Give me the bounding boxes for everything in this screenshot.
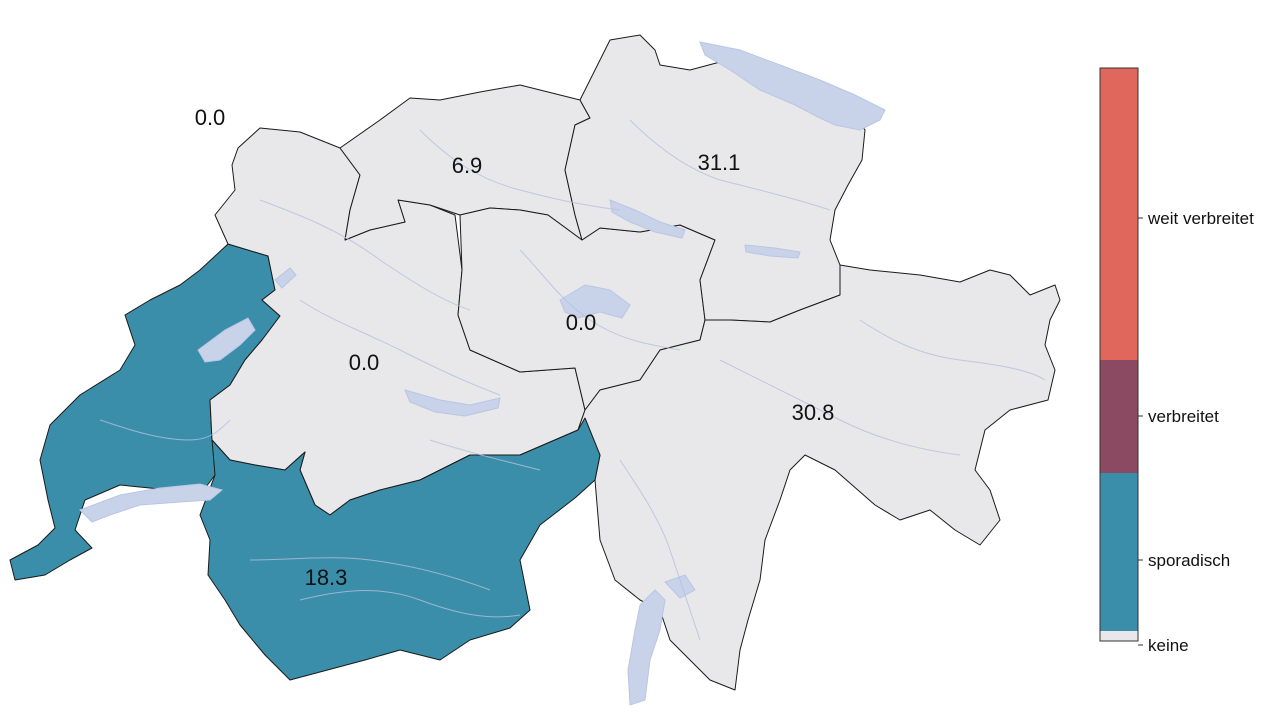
lake-biel	[274, 267, 297, 289]
lake-lucerne	[559, 284, 631, 319]
region-label-7: 18.3	[305, 565, 348, 590]
legend-label-weit-verbreitet: weit verbreitet	[1147, 209, 1254, 228]
legend-swatch-keine	[1100, 631, 1138, 641]
lake-thun	[404, 389, 501, 417]
region-suedostschweiz	[577, 264, 1061, 691]
legend: weit verbreitet verbreitet sporadisch ke…	[1099, 67, 1254, 655]
legend-label-verbreitet: verbreitet	[1148, 407, 1219, 426]
region-label-4: 0.0	[566, 310, 597, 335]
lake-constance	[699, 41, 886, 131]
lake-maggiore	[627, 589, 666, 706]
legend-swatch-sporadisch	[1100, 473, 1138, 631]
region-label-2: 0.0	[349, 350, 380, 375]
legend-swatch-weit-verbreitet	[1100, 68, 1138, 360]
region-label-5: 31.1	[698, 150, 741, 175]
lake-neuchatel	[197, 317, 256, 363]
legend-label-keine: keine	[1148, 636, 1189, 655]
region-valais	[199, 417, 601, 681]
lake-lugano	[664, 574, 696, 599]
legend-label-sporadisch: sporadisch	[1148, 551, 1230, 570]
legend-swatch-verbreitet	[1100, 360, 1138, 473]
lake-zurich	[609, 199, 686, 239]
region-label-3: 6.9	[452, 153, 483, 178]
lakes-layer	[79, 41, 886, 706]
lake-walen	[744, 244, 801, 259]
legend-frame	[1099, 67, 1139, 642]
region-label-1: 0.0	[195, 105, 226, 130]
rivers-layer	[99, 119, 1046, 641]
lake-geneva	[79, 483, 224, 523]
region-label-6: 30.8	[792, 400, 835, 425]
